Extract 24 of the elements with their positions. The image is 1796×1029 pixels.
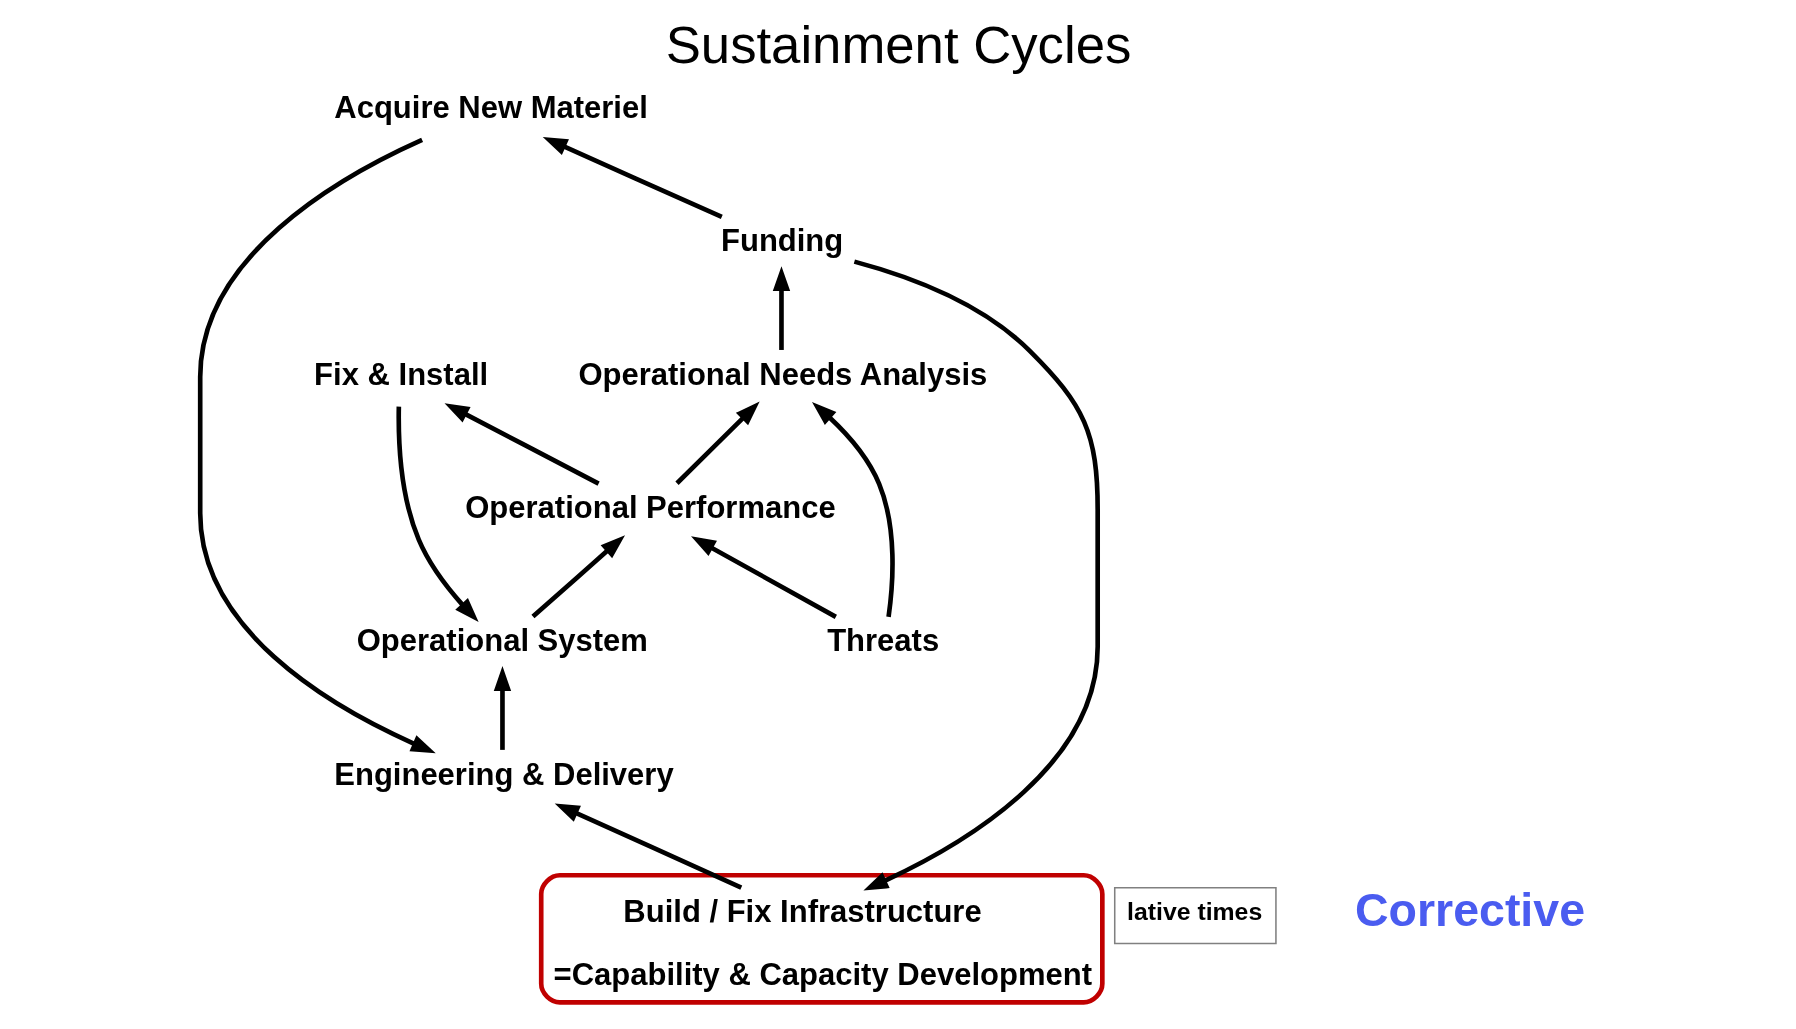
arrow <box>772 266 790 350</box>
node-text: Build / Fix Infrastructure <box>622 893 982 929</box>
diagram-title: Sustainment Cycles <box>665 14 1131 74</box>
node-text: Operational Performance <box>464 489 836 525</box>
arrow <box>493 666 511 750</box>
arrow <box>395 406 479 623</box>
arrow <box>197 137 436 754</box>
arrow <box>444 403 600 486</box>
arrow <box>542 136 723 220</box>
arrow <box>853 259 1100 891</box>
node-text: Operational Needs Analysis <box>577 356 987 392</box>
node-text: Engineering & Delivery <box>333 756 674 792</box>
node-text: Fix & Install <box>313 356 488 392</box>
arrow <box>811 401 895 618</box>
arrow <box>554 803 742 890</box>
label: Corrective <box>1354 883 1585 936</box>
label: lative times <box>1126 897 1262 925</box>
arrow <box>690 536 837 619</box>
node-text: Operational System <box>356 623 648 659</box>
node-text: Acquire New Materiel <box>333 90 648 126</box>
arrow <box>530 535 625 619</box>
arrow <box>674 401 760 485</box>
node-text: Funding <box>720 223 843 259</box>
node-text: Threats <box>826 623 939 659</box>
